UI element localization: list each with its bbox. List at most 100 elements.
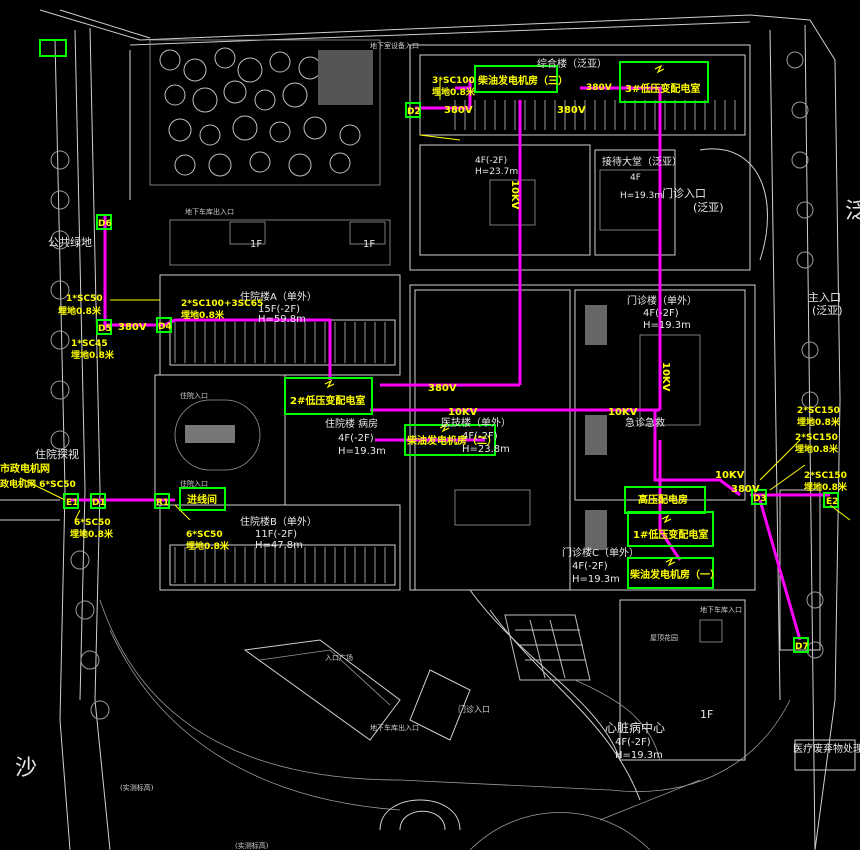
lightning-icon xyxy=(654,64,665,74)
tree-row-right xyxy=(786,51,824,659)
cable-spec: 6*SC50 xyxy=(74,518,111,528)
label-inpatient-b-floors: 11F(-2F) xyxy=(255,529,297,540)
label-outpatient-height: H=19.3m xyxy=(643,320,691,331)
cable-spec: 2*SC150 xyxy=(804,471,847,481)
label-substation-3: 3#低压变配电室 xyxy=(625,82,700,95)
voltage-380v: 380V xyxy=(586,83,612,93)
voltage-10kv: 10KV xyxy=(715,470,745,481)
label-public-green: 公共绿地 xyxy=(48,235,92,249)
label-inpatient-visit: 住院探视 xyxy=(35,447,79,461)
cable-nodes xyxy=(63,102,839,653)
label-municipal-power: 市政电机网 xyxy=(0,462,50,475)
cable-spec: 6*SC50 xyxy=(186,530,223,540)
voltage-10kv: 10KV xyxy=(448,407,478,418)
label-hv-room: 高压配电房 xyxy=(638,493,688,506)
lightning-icon xyxy=(324,379,335,389)
label-inpatient-b-height: H=47.8m xyxy=(255,540,303,551)
label-main-entrance-sub: (泛亚) xyxy=(812,304,843,317)
cable-spec: 1*SC50 xyxy=(66,294,103,304)
label-reception-floors: 4F xyxy=(630,173,641,183)
label-outpatient-entry: 门诊入口 xyxy=(458,704,490,714)
voltage-10kv: 10KV xyxy=(608,407,638,418)
voltage-10kv: 10KV xyxy=(660,362,671,392)
label-clinic-entrance-sub: (泛亚) xyxy=(693,201,724,214)
node-label: D2 xyxy=(407,107,421,117)
cable-spec-depth: 埋地0.8米 xyxy=(70,528,114,540)
node-label: R1 xyxy=(156,498,169,508)
voltage-380v: 380V xyxy=(444,105,473,116)
label-outpatient-c: 门诊楼C（单外） xyxy=(562,546,639,559)
node-label: D7 xyxy=(795,642,809,652)
label-reception: 接待大堂（泛亚） xyxy=(602,155,682,168)
lightning-icon xyxy=(665,557,676,567)
label-sha: 沙 xyxy=(15,756,37,781)
label-existing-road-2: (实测标高) xyxy=(235,841,269,850)
label-inpatient-a: 住院楼A（单外） xyxy=(240,290,317,303)
voltage-380v: 380V xyxy=(118,322,147,333)
cable-spec-depth: 埋地0.8米 xyxy=(181,309,225,321)
label-medical-waste: 医疗废弃物处理 xyxy=(793,742,860,755)
label-underground-1: 地下车库出入口 xyxy=(185,207,234,216)
label-outpatient-c-floors: 4F(-2F) xyxy=(572,561,608,572)
label-emergency: 急诊急救 xyxy=(625,416,665,429)
cable-spec: 2*SC150 xyxy=(797,406,840,416)
cable-spec-depth: 埋地0.8米 xyxy=(58,305,102,317)
cable-spec: 2*SC100+3SC65 xyxy=(181,299,263,309)
label-substation-2: 2#低压变配电室 xyxy=(290,394,365,407)
label-medtech-floors: 4F(-2F) xyxy=(462,431,498,442)
voltage-10kv: 10KV xyxy=(509,180,520,210)
label-cardiac-floors: 4F(-2F) xyxy=(615,737,651,748)
label-inpatient-entry-2: 住院入口 xyxy=(180,479,208,488)
label-generator-2: 柴油发电机房（二） xyxy=(406,434,497,447)
node-label: D3 xyxy=(753,494,767,504)
cable-spec-depth: 埋地0.8米 xyxy=(432,86,476,98)
label-1f-a: 1F xyxy=(700,708,713,721)
label-comp-floors: 4F(-2F) xyxy=(475,156,507,166)
cable-spec: 2*SC150 xyxy=(795,433,838,443)
label-outpatient-c-height: H=19.3m xyxy=(572,574,620,585)
node-label: E2 xyxy=(826,497,838,507)
label-medtech-height: H=23.8m xyxy=(462,444,510,455)
label-outpatient-floors: 4F(-2F) xyxy=(643,308,679,319)
cable-spec-labels: 3*SC100 埋地0.8米 1*SC50 埋地0.8米 1*SC45 埋地0.… xyxy=(0,76,848,552)
park-trees xyxy=(149,39,381,186)
label-medtech: 医技楼（单外） xyxy=(441,416,511,429)
building-labels: 门诊楼（单外） 4F(-2F) H=19.3m 医技楼（单外） 4F(-2F) … xyxy=(15,41,860,850)
node-label: D5 xyxy=(98,324,112,334)
tree-row-left xyxy=(50,150,110,720)
label-clinic-entrance: 门诊入口 xyxy=(662,186,706,200)
power-cables xyxy=(70,80,830,641)
label-generator-1: 柴油发电机房（一） xyxy=(629,568,720,581)
label-cardiac-height: H=19.3m xyxy=(615,750,663,761)
lightning-icon xyxy=(661,514,672,524)
label-entry-room: 进线间 xyxy=(187,493,217,506)
cable-spec-depth: 埋地0.8米 xyxy=(804,481,848,493)
cable-spec: 政电机网 6*SC50 xyxy=(0,478,76,490)
lightning-icons xyxy=(324,64,676,567)
node-label: D6 xyxy=(98,219,112,229)
label-substation-1: 1#低压变配电室 xyxy=(633,528,708,541)
leader-lines xyxy=(19,80,851,521)
label-comprehensive: 综合楼（泛亚） xyxy=(537,57,607,70)
equipment-rooms xyxy=(39,39,714,589)
label-1f-b: 1F xyxy=(250,239,262,250)
cable-spec: 3*SC100 xyxy=(432,76,475,86)
voltage-380v: 380V xyxy=(557,105,586,116)
voltage-labels: 380V 380V 380V 380V 380V 380V 10KV 10KV … xyxy=(118,83,760,495)
label-inpatient-a-floors: 15F(-2F) xyxy=(258,304,300,315)
cable-spec-depth: 埋地0.8米 xyxy=(71,349,115,361)
label-inpatient-a-height: H=59.8m xyxy=(258,314,306,325)
cable-spec-depth: 埋地0.8米 xyxy=(795,443,839,455)
label-generator-3: 柴油发电机房（三） xyxy=(477,74,568,87)
site-boundary xyxy=(0,9,841,850)
voltage-380v: 380V xyxy=(428,383,457,394)
label-1f-c: 1F xyxy=(363,239,375,250)
node-labels: D6 D5 D4 E1 D1 R1 D2 D3 E2 D7 xyxy=(66,107,838,652)
cable-spec-depth: 埋地0.8米 xyxy=(797,416,841,428)
label-underground-3: 地下车库出入口 xyxy=(370,723,419,732)
cable-spec: 1*SC45 xyxy=(71,339,108,349)
label-outpatient: 门诊楼（单外） xyxy=(627,294,697,307)
label-main-entrance: 主入口 xyxy=(808,291,841,304)
label-entry-plaza: 入口广场 xyxy=(325,653,353,662)
